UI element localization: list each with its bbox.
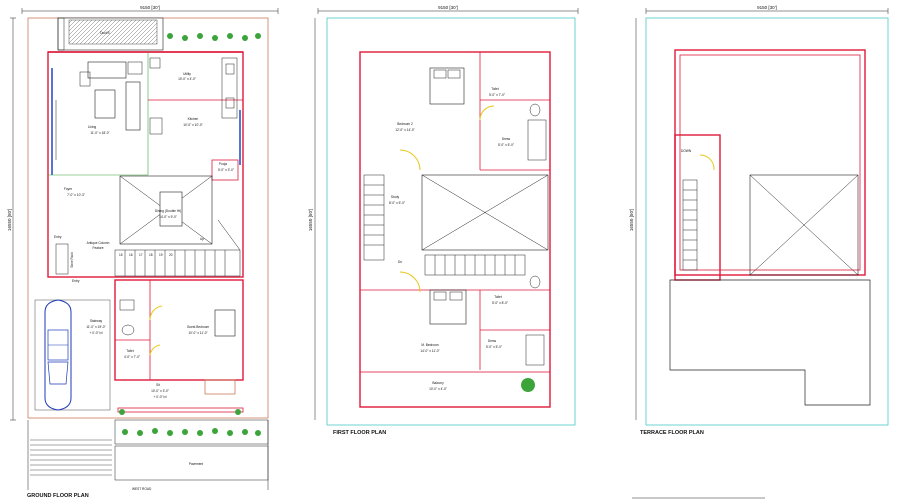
- bedroom2-size: 12'-0" x 14'-0": [395, 128, 415, 132]
- first-floor-title: FIRST FLOOR PLAN: [333, 430, 386, 436]
- duct-label: Duct/S: [100, 31, 110, 35]
- dress2-size: 5'-0" x 5'-0": [486, 345, 502, 349]
- dining-label: Dining (Double Ht): [155, 209, 181, 213]
- step-number: 16: [129, 253, 133, 257]
- first-toilet2-label: Toilet: [494, 295, 502, 299]
- toilet-size: 4'-0" x 7'-0": [124, 355, 140, 359]
- pooja-size: 5'-0" x 3'-0": [218, 168, 234, 172]
- first-toilet-size: 5'-0" x 7'-0": [489, 93, 505, 97]
- first-dn-label: Dn: [398, 260, 402, 264]
- terrace-depth-dimension: 16550 [50']: [629, 209, 634, 231]
- bedroom2-label: Bedroom 2: [397, 122, 413, 126]
- master-bedroom-size: 14'-0" x 11'-0": [420, 349, 439, 353]
- car-icon: [44, 299, 72, 411]
- utility-label: Utility: [183, 72, 191, 76]
- terrace-stairs: [682, 179, 698, 271]
- dining-size: 14'-0" x 9'-0": [159, 215, 177, 219]
- sit-size: 10'-0" x 3'-0": [151, 389, 169, 393]
- step-number: 17: [139, 253, 143, 257]
- foyer-size: 7'-0" x 10'-3": [67, 193, 85, 197]
- guest-bedroom-label: Guest Bedroom: [187, 325, 210, 329]
- dress2-label: Dress: [488, 339, 497, 343]
- terrace-width-dimension: 9150 [30']: [757, 5, 777, 10]
- pavement-label: Pavement: [189, 462, 203, 466]
- ground-depth-dimension: 16550 [50']: [7, 209, 12, 231]
- balcony-label: Balcony: [432, 381, 444, 385]
- living-size: 11'-0" x 18'-0": [90, 131, 109, 135]
- first-width-dimension: 9150 [30']: [438, 5, 458, 10]
- shoe-rack-label: Shoe Rack: [70, 252, 74, 268]
- dress-size: 5'-0" x 5'-0": [498, 143, 514, 147]
- toilet-label: Toilet: [126, 349, 134, 353]
- sit-level: + 0'-0" lvl: [154, 395, 167, 399]
- balcony-size: 10'-0" x 4'-0": [429, 387, 447, 391]
- dress-label: Dress: [502, 137, 511, 141]
- pooja-label: Pooja: [219, 162, 227, 166]
- step-number: 18: [149, 253, 153, 257]
- foyer-label: Foyer: [64, 187, 73, 191]
- entry-label: Entry: [54, 235, 62, 239]
- ground-up-label: Up: [200, 237, 204, 241]
- ground-width-dimension: 9150 [30']: [140, 5, 160, 10]
- west-road-label: WEST ROAD: [132, 487, 152, 491]
- first-stairs: [363, 174, 526, 276]
- sit-label: Sit: [156, 383, 160, 387]
- kitchen-size: 10'-0" x 10'-0": [183, 123, 203, 127]
- first-toilet2-size: 5'-0" x 8'-0": [492, 301, 508, 305]
- entry2-label: Entry: [72, 279, 80, 283]
- stairway-label: Stairway: [90, 319, 103, 323]
- ground-floor-plan: 9150 [30'] 16550 [50'] Duct/S Utility 10…: [7, 5, 279, 499]
- kitchen-label: Kitchen: [188, 117, 199, 121]
- terrace-down-label: DOWN: [681, 149, 692, 153]
- study-size: 8'-0" x 5'-0": [389, 201, 405, 205]
- ground-stairs: 15 16 17 18 19 20: [114, 219, 241, 277]
- step-number: 20: [169, 253, 173, 257]
- guest-bedroom-size: 10'-0" x 11'-0": [188, 331, 207, 335]
- step-number: 19: [159, 253, 163, 257]
- first-depth-dimension: 16550 [50']: [308, 209, 313, 231]
- ground-floor-title: GROUND FLOOR PLAN: [27, 493, 89, 499]
- master-bedroom-label: M. Bedroom: [421, 343, 439, 347]
- stairway-level: + 0'-0" lvl: [90, 331, 103, 335]
- first-floor-plan: 9150 [30'] 16550 [50'] Bedroom 2 12'-0" …: [308, 5, 579, 436]
- terrace-floor-plan: 9150 [30'] 16550 [50'] DOWN TERRACE FLOO…: [629, 5, 889, 499]
- living-label: Living: [88, 125, 97, 129]
- antique-feature-label: Feature: [93, 246, 104, 250]
- step-number: 15: [119, 253, 123, 257]
- terrace-floor-title: TERRACE FLOOR PLAN: [640, 430, 704, 436]
- study-label: Study: [391, 195, 400, 199]
- antique-column-label: Antique Column: [87, 241, 110, 245]
- stairway-size: 11'-0" x 19'-0": [86, 325, 105, 329]
- utility-size: 10'-0" x 4'-0": [178, 77, 196, 81]
- first-toilet-label: Toilet: [491, 87, 499, 91]
